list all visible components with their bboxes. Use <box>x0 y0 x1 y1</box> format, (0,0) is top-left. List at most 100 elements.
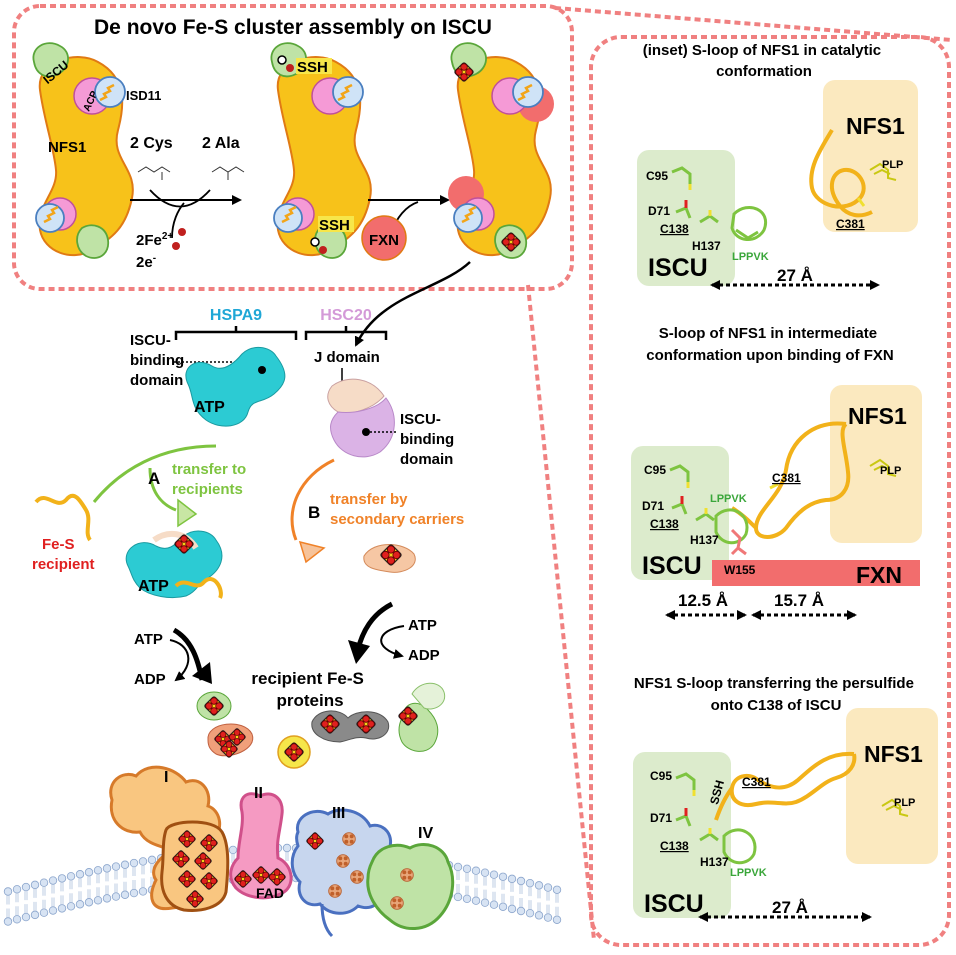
inset1-h137-label: H137 <box>692 239 721 253</box>
bound-recipient-peptide <box>174 577 223 599</box>
inset2-d71-label: D71 <box>642 499 664 513</box>
inset2-c95-label: C95 <box>644 463 666 477</box>
inset2-c138-label: C138 <box>650 517 679 531</box>
inset2-w155-label: W155 <box>724 563 756 577</box>
inset3-c95-label: C95 <box>650 769 672 783</box>
inset2-iscu-label: ISCU <box>642 552 702 580</box>
recipients-title: recipient Fe-S proteins <box>251 669 368 710</box>
isd11-label: ISD11 <box>126 88 161 103</box>
inset2-lppvk-label: LPPVK <box>710 493 747 505</box>
inset1-sloop <box>809 128 873 218</box>
atp-top-label: ATP <box>194 399 225 416</box>
fxn-label-top: FXN <box>369 232 399 249</box>
electron-label: 2e- <box>136 253 156 271</box>
inset1-distance-label: 27 Å <box>777 266 813 285</box>
inset2-h137-label: H137 <box>690 533 719 547</box>
inset3-lppvk-label: LPPVK <box>730 867 767 879</box>
complex-iv-label: IV <box>418 825 433 842</box>
top-panel-title: De novo Fe-S cluster assembly on ISCU <box>94 16 492 39</box>
hspa9-bracket <box>174 326 298 340</box>
adp-right-label: ADP <box>408 647 440 664</box>
inset2-plp-label: PLP <box>880 465 901 477</box>
transfer-b-arrow <box>290 458 335 541</box>
hspa9-label: HSPA9 <box>210 307 262 324</box>
nfs1-complex-persulfide <box>270 42 372 259</box>
inset2-iscu-bg <box>631 446 729 580</box>
atp-cycle-left <box>169 639 190 682</box>
transfer-a-arrow <box>92 444 217 503</box>
inset1-lppvk-label: LPPVK <box>732 251 769 263</box>
hsc20-protein <box>330 397 395 458</box>
inset1-c381-label: C381 <box>836 217 865 231</box>
inset3-iscu-label: ISCU <box>644 890 704 918</box>
hspa9-bound-complex <box>125 530 223 599</box>
inset2-nfs1-bg <box>830 385 922 543</box>
inset2-plp <box>869 458 897 477</box>
transfer-b-text: transfer by secondary carriers <box>330 491 464 528</box>
inset1-d71-label: D71 <box>648 204 670 218</box>
fxn-protein <box>361 215 407 261</box>
inset3-nfs1-bg <box>846 708 938 864</box>
alanine-structure <box>211 166 245 180</box>
inset1-c138-label: C138 <box>660 222 689 236</box>
fes-recipient-label: Fe-S recipient <box>32 536 95 573</box>
iron-dot-1 <box>178 228 186 236</box>
inset3-nfs1-label: NFS1 <box>864 741 923 767</box>
atp-bottom-label: ATP <box>138 578 169 595</box>
transfer-a-arrow-lower <box>148 467 177 512</box>
complex-i-label: I <box>164 769 168 786</box>
inset3-plp <box>881 798 909 817</box>
hsc20-binding-site <box>362 428 370 436</box>
iscu-binding-right: ISCU- binding domain <box>400 411 458 468</box>
adp-left-label: ADP <box>134 671 166 688</box>
product-label: 2 Ala <box>202 135 240 152</box>
inset1-iscu-bg <box>637 150 735 286</box>
ssh-highlight-bottom <box>318 216 354 232</box>
j-domain-label: J domain <box>314 349 380 366</box>
nfs1-complex-cluster <box>448 42 554 259</box>
iscu-binding-left: ISCU- binding domain <box>130 332 188 389</box>
inset3-c381-label: C381 <box>742 775 771 789</box>
hsc20-j-domain <box>327 378 385 414</box>
inset3-iscu-bg <box>633 752 731 918</box>
inset3-ssh-label: SSH <box>707 779 727 806</box>
iron-dot-2 <box>172 242 180 250</box>
recipient-proteins <box>196 682 446 769</box>
inset1-residues <box>671 166 768 241</box>
inset2-distance2-label: 15.7 Å <box>774 591 824 610</box>
hsc20-label: HSC20 <box>320 307 372 324</box>
inset2-c381-label: C381 <box>772 471 801 485</box>
inset3-title: NFS1 S-loop transferring the persulfide … <box>634 675 918 714</box>
fad-label: FAD <box>256 885 284 901</box>
inset1-nfs1-bg <box>823 80 918 232</box>
hsc20-bracket <box>304 326 388 340</box>
zoom-line-top <box>554 6 953 42</box>
flow-arrow-left-head <box>192 662 212 684</box>
inset3-residues <box>675 772 757 865</box>
to-chaperone-arrow <box>354 261 471 347</box>
inset3-sloop-tail <box>714 786 734 821</box>
label-a: A <box>148 469 160 488</box>
inset3-sloop <box>729 751 857 807</box>
ssh-top-label: SSH <box>297 59 328 76</box>
nfs1-complex-initial <box>32 42 134 259</box>
inset3-distance-label: 27 Å <box>772 898 808 917</box>
complex-ii-label: II <box>254 785 263 802</box>
transfer-a-text: transfer to recipients <box>172 461 250 498</box>
inset1-plp <box>869 162 897 181</box>
inset1-c381-mark <box>856 197 866 207</box>
atp-cycle-right <box>380 625 405 659</box>
atp-left-label: ATP <box>134 631 163 648</box>
top-panel-frame <box>12 4 574 291</box>
zoom-line-bottom <box>526 284 596 941</box>
iron-curve <box>171 202 185 239</box>
inset2-fxn-bar <box>712 560 920 586</box>
ssh-highlight-top <box>296 58 332 74</box>
complex-iv <box>366 843 455 930</box>
inset3-h137-label: H137 <box>700 855 729 869</box>
inset3-d71-label: D71 <box>650 811 672 825</box>
atp-right-label: ATP <box>408 617 437 634</box>
hspa9-binding-site <box>258 366 266 374</box>
